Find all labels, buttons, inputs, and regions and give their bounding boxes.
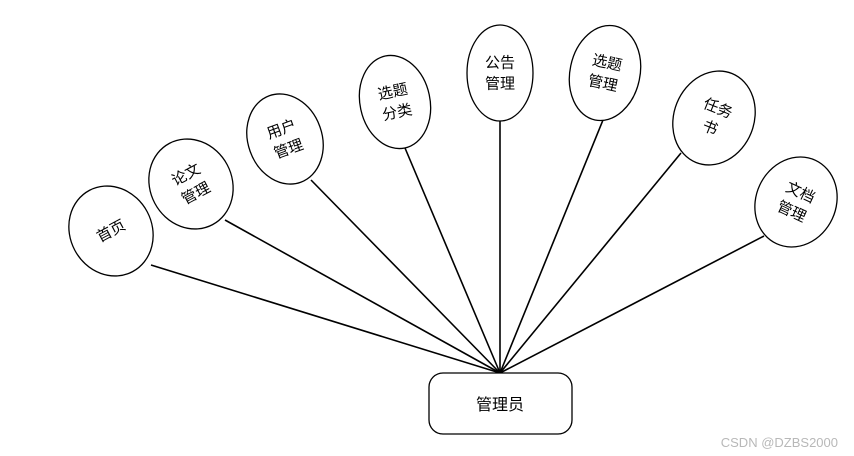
node-ellipse — [568, 24, 642, 122]
edge-0 — [150, 264, 501, 374]
node-label: 管理 — [586, 71, 619, 95]
node-ellipse — [358, 54, 432, 150]
edge-6 — [499, 152, 682, 374]
edge-3 — [404, 147, 501, 374]
edge-2 — [310, 179, 501, 374]
root-node: 管理员 — [428, 372, 573, 435]
node-ellipse — [68, 185, 154, 277]
node-ellipse — [148, 138, 234, 230]
root-label: 管理员 — [476, 395, 524, 414]
edge-5 — [499, 119, 604, 374]
edge-1 — [224, 219, 501, 374]
node-label: 选题 — [591, 51, 624, 75]
watermark: CSDN @DZBS2000 — [720, 435, 838, 450]
node-ellipse — [754, 156, 838, 248]
edge-7 — [499, 235, 765, 374]
root-box — [428, 372, 573, 435]
edges — [150, 119, 765, 374]
node-ellipse — [466, 24, 534, 122]
node-ellipse — [672, 70, 756, 166]
node-label: 书 — [700, 117, 721, 139]
node-label: 公告 — [485, 54, 515, 72]
node-ellipse — [246, 93, 324, 185]
node-0: 首页 — [68, 185, 154, 277]
node-label: 管理 — [485, 75, 515, 93]
node-label: 选题 — [376, 80, 409, 104]
node-label: 分类 — [381, 100, 414, 124]
node-6: 任务书 — [672, 70, 756, 166]
